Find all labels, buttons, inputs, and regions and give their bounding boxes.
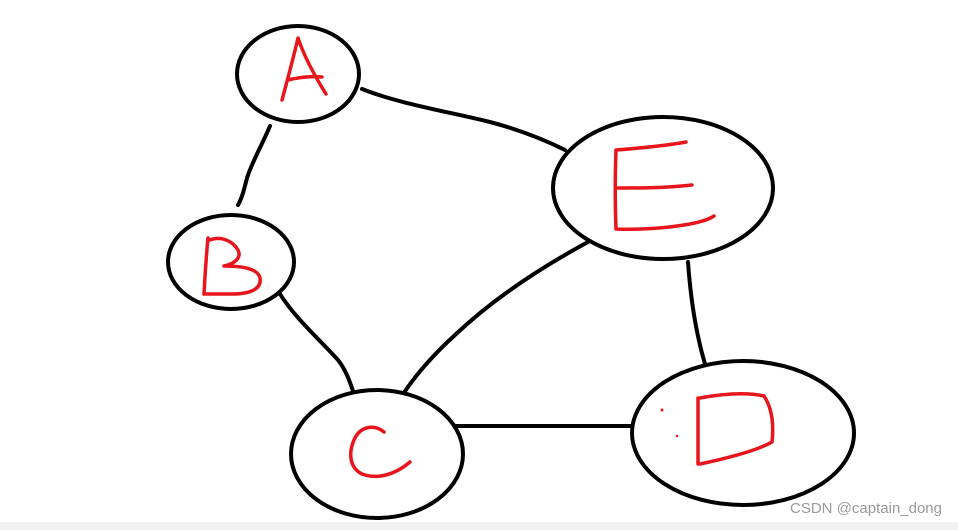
node-D-label [660,392,775,466]
node-A-ellipse [235,24,361,124]
node-C-ellipse [289,388,465,520]
node-C-label [348,425,412,479]
watermark-text: CSDN @captain_dong [790,500,942,517]
edge-A-B [236,124,272,207]
edge-E-D [686,260,707,366]
node-A-label [280,36,328,102]
node-C [289,388,465,520]
node-E [551,115,775,261]
node-E-label [613,140,716,231]
node-B [166,213,296,311]
node-A [235,24,361,124]
node-D [630,359,856,507]
edge-C-E [395,240,590,406]
edge-A-E [360,87,567,152]
node-D-ellipse [630,359,856,507]
edges [236,87,707,429]
bottom-band [0,522,958,530]
node-B-label [202,236,262,296]
edge-B-C [278,292,356,396]
